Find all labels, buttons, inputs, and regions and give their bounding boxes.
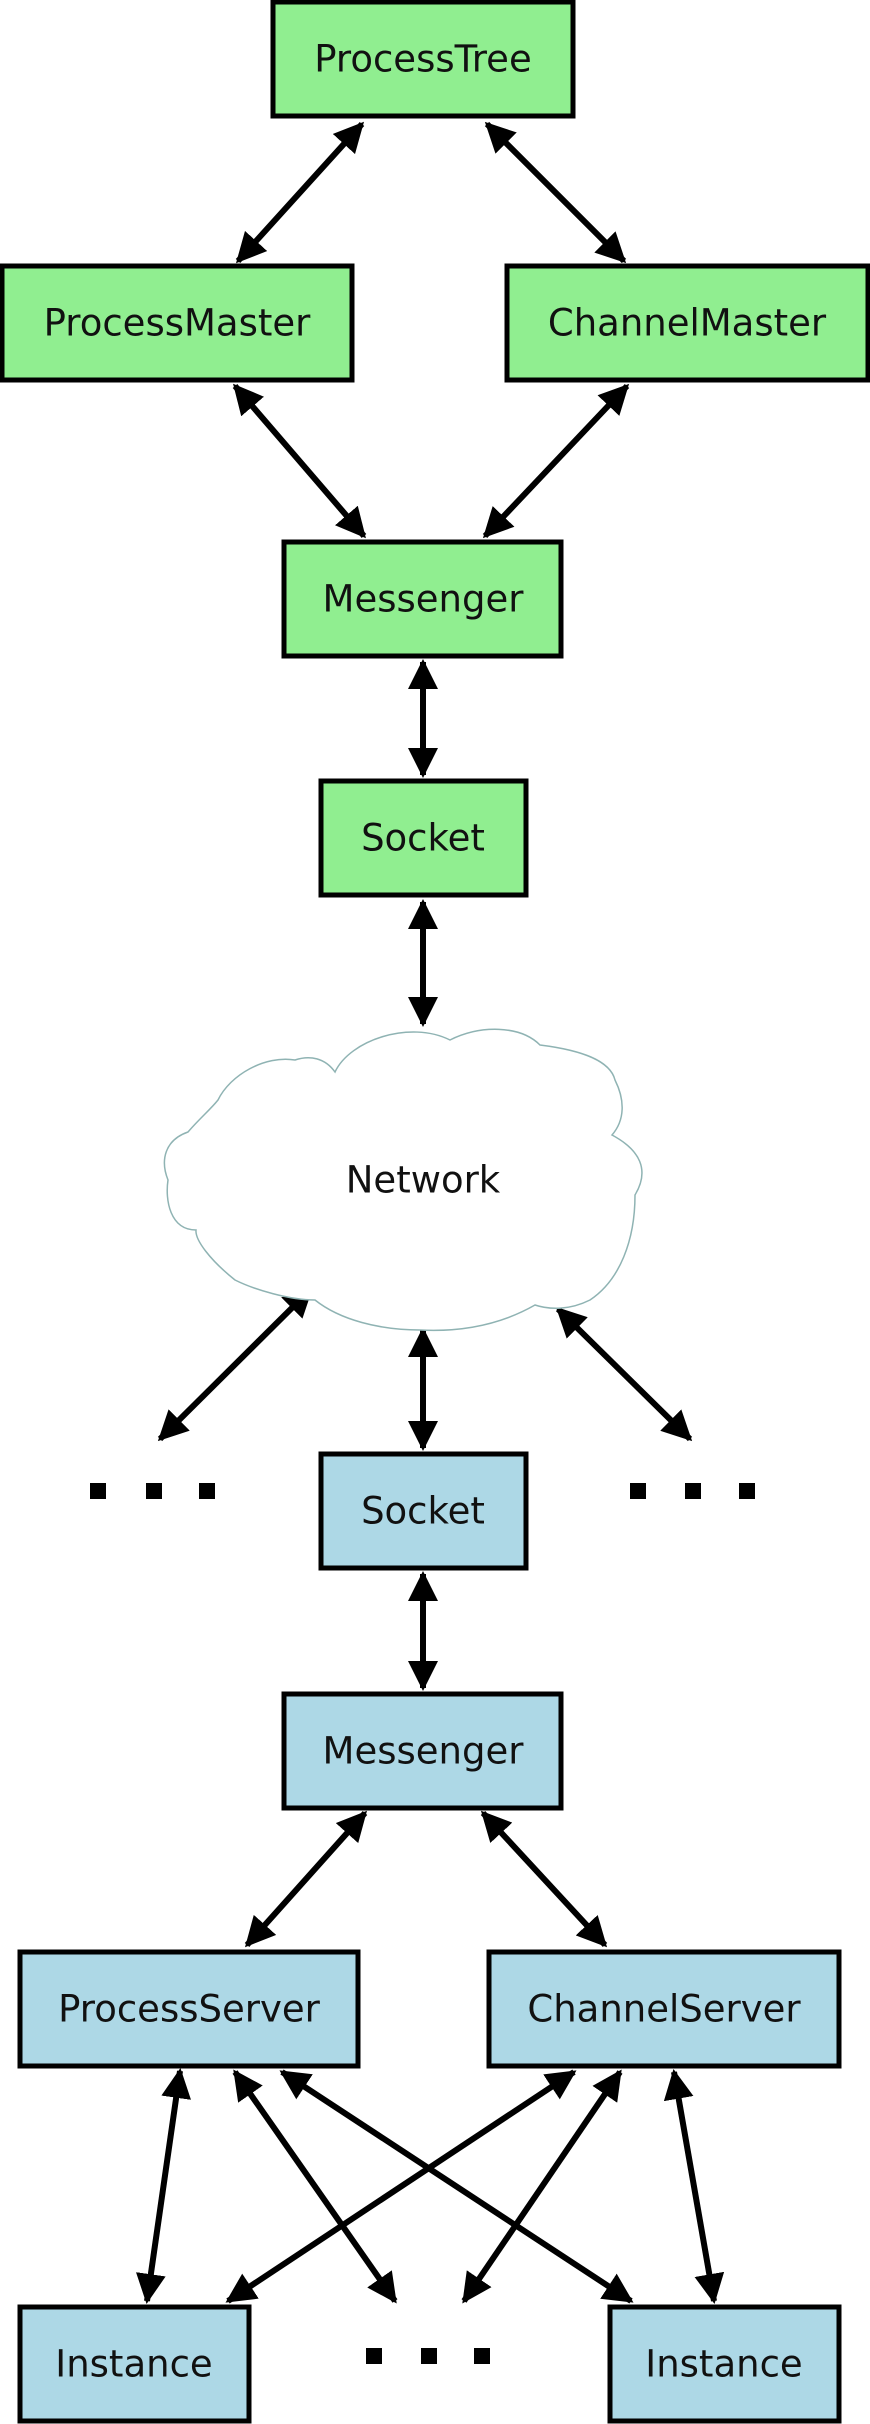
ellipsis-left: [90, 1483, 215, 1499]
node-label: ProcessMaster: [44, 302, 312, 345]
edge-tree-processmaster: [235, 121, 365, 264]
node-label: Socket: [361, 1490, 485, 1533]
edge-network-right-ellipsis: [555, 1306, 693, 1442]
node-messenger-master: Messenger: [281, 539, 564, 659]
network-label: Network: [346, 1159, 501, 1202]
edge-channelserver-ellipsis: [461, 2069, 623, 2304]
node-socket-worker: Socket: [318, 1451, 529, 1571]
node-label: ProcessTree: [314, 38, 531, 81]
node-label: Instance: [645, 2343, 802, 2386]
node-instance-right: Instance: [607, 2304, 842, 2424]
node-socket-master: Socket: [318, 778, 529, 898]
node-instance-left: Instance: [17, 2304, 252, 2424]
edges: [135, 121, 725, 2304]
network-cloud: Network: [163, 1028, 643, 1332]
node-process-tree: ProcessTree: [270, 0, 576, 119]
node-label: Socket: [361, 817, 485, 860]
edge-processmaster-messenger: [232, 383, 367, 539]
edge-processserver-instance-left: [135, 2068, 192, 2304]
edge-processserver-instance-right: [279, 2069, 634, 2304]
node-label: ChannelMaster: [548, 302, 827, 345]
edge-processserver-ellipsis: [232, 2069, 398, 2304]
node-process-server: ProcessServer: [17, 1949, 361, 2069]
node-process-master: ProcessMaster: [0, 263, 355, 383]
edge-channelserver-instance-left: [225, 2069, 577, 2304]
node-messenger-worker: Messenger: [281, 1691, 564, 1811]
node-label: ChannelServer: [527, 1988, 801, 2031]
node-label: Messenger: [323, 578, 525, 621]
edge-channelserver-instance-right: [663, 2069, 725, 2304]
node-label: Instance: [55, 2343, 212, 2386]
edge-messenger-processserver: [244, 1810, 368, 1948]
edge-messenger-channelserver: [480, 1810, 608, 1948]
cloud-shape: [163, 1028, 643, 1332]
node-label: ProcessServer: [58, 1988, 320, 2031]
node-channel-server: ChannelServer: [486, 1949, 842, 2069]
edge-network-left-ellipsis: [157, 1286, 314, 1442]
edge-channelmaster-messenger: [482, 383, 630, 539]
node-label: Messenger: [323, 1730, 525, 1773]
edge-tree-channelmaster: [484, 121, 627, 264]
ellipsis-bottom: [366, 2348, 490, 2364]
ellipsis-right: [630, 1483, 755, 1499]
node-channel-master: ChannelMaster: [504, 263, 870, 383]
